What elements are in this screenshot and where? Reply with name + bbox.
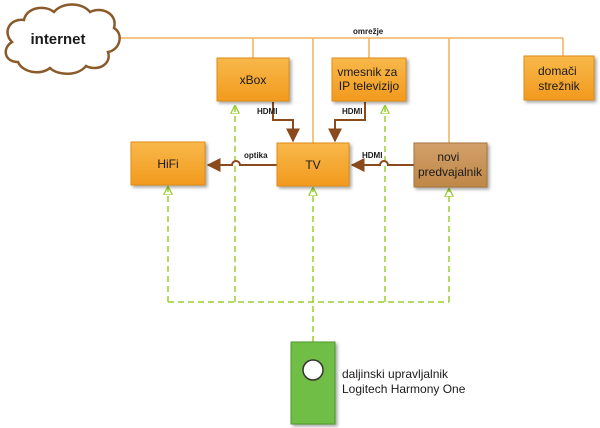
network-label: omrežje (353, 27, 384, 36)
optical-label: optika (244, 151, 268, 160)
hdmi-iptv-arrow (328, 102, 366, 143)
xbox-box (216, 57, 290, 102)
home-server-box (523, 55, 595, 101)
hdmi-xbox-arrow (272, 102, 300, 143)
receiver-label: novi predvajalnik (418, 150, 483, 179)
hifi-label: HiFi (157, 157, 178, 171)
remote-body (290, 341, 336, 425)
remote-node: daljinski upravljalnik Logitech Harmony … (290, 341, 466, 425)
home-server-label: domači strežnik (538, 64, 581, 93)
cloud-shape (4, 3, 121, 75)
receiver-label-line2: predvajalnik (418, 165, 483, 179)
remote-label: daljinski upravljalnik Logitech Harmony … (342, 367, 466, 396)
tv-node: TV (276, 142, 350, 187)
home-server-label-line2: strežnik (538, 79, 580, 93)
signal-arrows (206, 102, 414, 172)
receiver-label-line1: novi (437, 150, 459, 164)
tv-label: TV (305, 158, 320, 172)
receiver-node: novi predvajalnik (413, 142, 488, 188)
xbox-node: xBox (216, 57, 290, 102)
receiver-box (413, 142, 488, 188)
remote-label-line1: daljinski upravljalnik (342, 367, 449, 381)
remote-label-line2: Logitech Harmony One (342, 382, 466, 396)
network-lines (112, 37, 564, 144)
iptv-label-line2: IP televizijo (339, 79, 400, 93)
xbox-label: xBox (240, 73, 267, 87)
optical-arrow (206, 158, 277, 172)
tv-box (276, 142, 350, 187)
internet-label: internet (30, 31, 85, 48)
iptv-label: vmesnik za IP televizijo (337, 65, 400, 93)
hifi-node: HiFi (130, 141, 206, 186)
remote-ir-lines (168, 106, 449, 342)
iptv-node: vmesnik za IP televizijo (331, 57, 407, 102)
hdmi-receiver-arrow (350, 158, 414, 172)
hdmi-iptv-label: HDMI (342, 107, 362, 116)
home-server-node: domači strežnik (523, 55, 595, 101)
iptv-box (331, 57, 407, 102)
hdmi-xbox-label: HDMI (257, 107, 277, 116)
home-server-label-line1: domači (538, 64, 577, 78)
internet-cloud: internet (4, 3, 121, 75)
remote-button-icon (302, 359, 324, 381)
hdmi-receiver-label: HDMI (362, 151, 382, 160)
hifi-box (130, 141, 206, 186)
iptv-label-line1: vmesnik za (337, 65, 397, 79)
